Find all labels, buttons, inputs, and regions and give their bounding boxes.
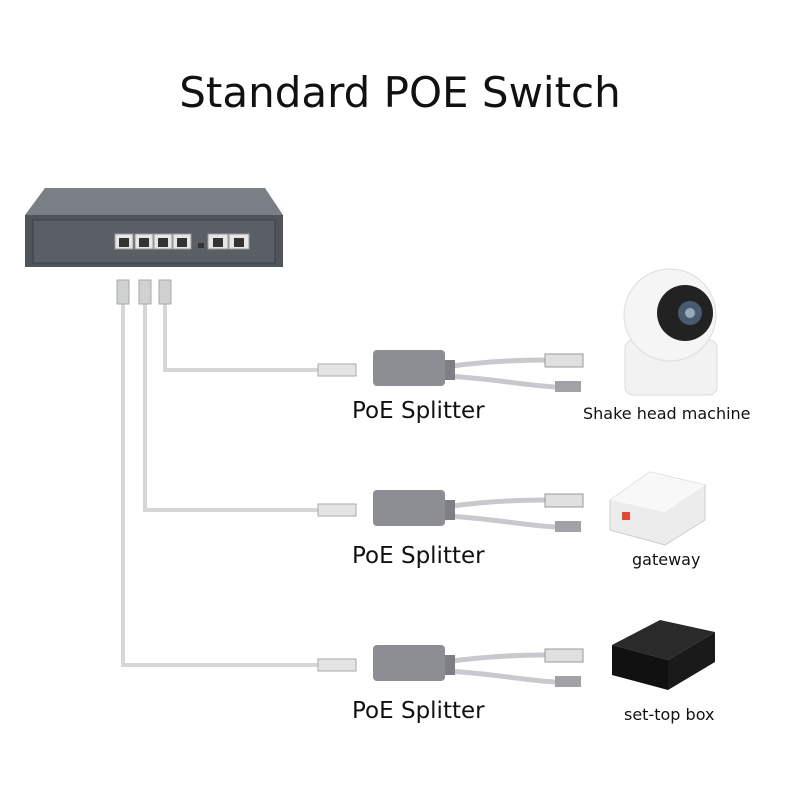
device-label-set-top-box: set-top box (624, 705, 715, 724)
camera-device (623, 268, 718, 396)
device-label-gateway: gateway (632, 550, 701, 569)
switch-plugs (116, 279, 172, 305)
splitter-label-2: PoE Splitter (352, 543, 485, 569)
splitter-label-1: PoE Splitter (352, 398, 485, 424)
set-top-box-device (612, 620, 715, 690)
page-title: Standard POE Switch (179, 68, 621, 117)
cables (121, 300, 322, 667)
poe-switch (25, 188, 283, 267)
poe-splitter (317, 490, 584, 532)
poe-splitter (317, 645, 584, 687)
splitter-label-3: PoE Splitter (352, 698, 485, 724)
device-label-camera: Shake head machine (583, 404, 751, 423)
gateway-device (609, 471, 706, 546)
poe-splitter (317, 350, 584, 392)
